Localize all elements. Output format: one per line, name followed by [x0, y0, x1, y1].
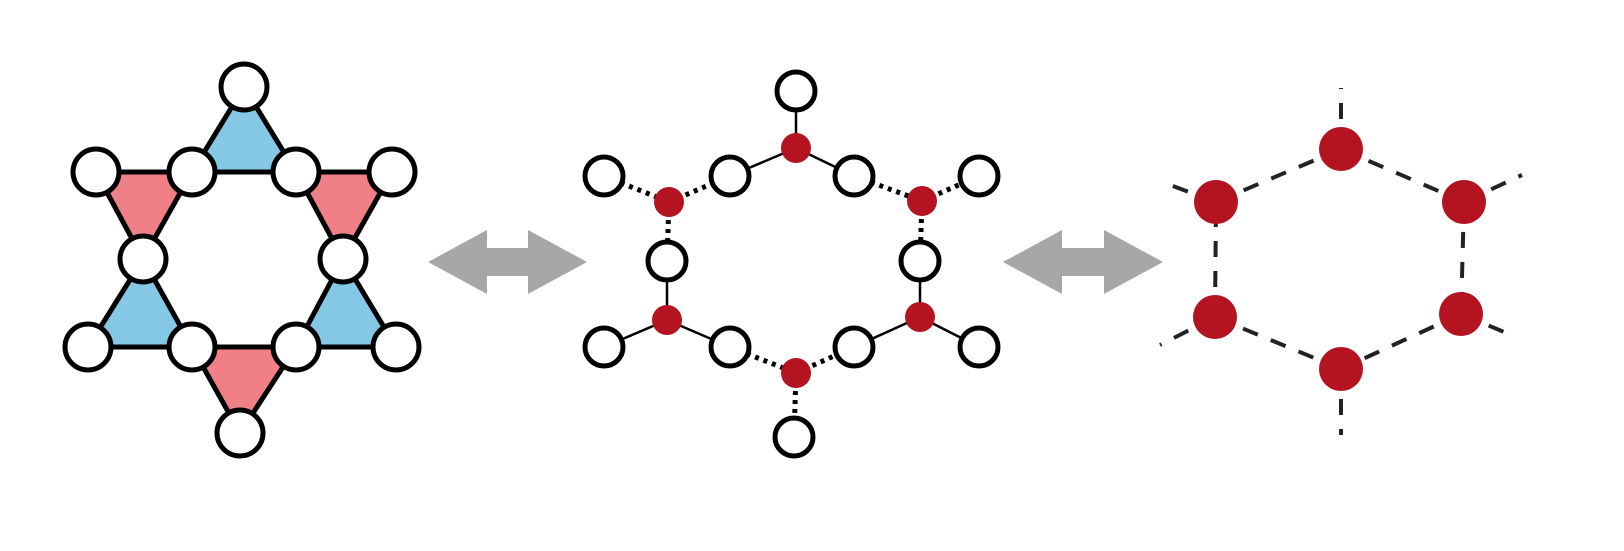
honeycomb-lattice-panel — [1159, 88, 1523, 435]
red-site — [907, 186, 937, 216]
red-site — [781, 358, 811, 388]
up-triangle-right — [293, 256, 399, 350]
up-triangle-top — [189, 84, 299, 175]
decorated-node — [772, 415, 816, 459]
kagome-node — [270, 146, 322, 198]
double-headed-arrow-icon — [1003, 230, 1163, 294]
decorated-node — [582, 325, 626, 369]
honeycomb-site — [1194, 180, 1238, 224]
red-site — [652, 305, 682, 335]
honeycomb-site — [1439, 292, 1483, 336]
decorated-honeycomb-panel — [582, 69, 1001, 459]
kagome-node — [70, 146, 122, 198]
honeycomb-site — [1319, 347, 1363, 391]
kagome-node — [62, 321, 114, 373]
down-triangle-bottom — [189, 344, 299, 436]
kagome-node — [370, 321, 422, 373]
red-site — [905, 302, 935, 332]
decorated-node — [832, 154, 876, 198]
down-triangle-left — [93, 169, 195, 262]
red-site — [654, 187, 684, 217]
kagome-node — [218, 61, 270, 113]
kagome-node — [270, 321, 322, 373]
double-headed-arrow-icon — [428, 230, 587, 294]
down-triangle-right — [293, 169, 395, 262]
up-triangle-left — [85, 256, 195, 350]
honeycomb-site — [1193, 295, 1237, 339]
kagome-node — [317, 233, 369, 285]
kagome-node — [366, 146, 418, 198]
decorated-node — [708, 154, 752, 198]
honeycomb-site — [1442, 180, 1486, 224]
kagome-lattice-panel — [62, 61, 422, 459]
decorated-node — [582, 154, 626, 198]
decorated-node — [708, 325, 752, 369]
decorated-node — [957, 325, 1001, 369]
kagome-node — [214, 407, 266, 459]
red-site — [781, 133, 811, 163]
decorated-node — [898, 239, 942, 283]
decorated-node — [645, 239, 689, 283]
decorated-node — [832, 325, 876, 369]
kagome-node — [166, 321, 218, 373]
kagome-node — [117, 233, 169, 285]
honeycomb-site — [1319, 127, 1363, 171]
kagome-node — [166, 146, 218, 198]
decorated-node — [774, 69, 818, 113]
decorated-node — [957, 154, 1001, 198]
